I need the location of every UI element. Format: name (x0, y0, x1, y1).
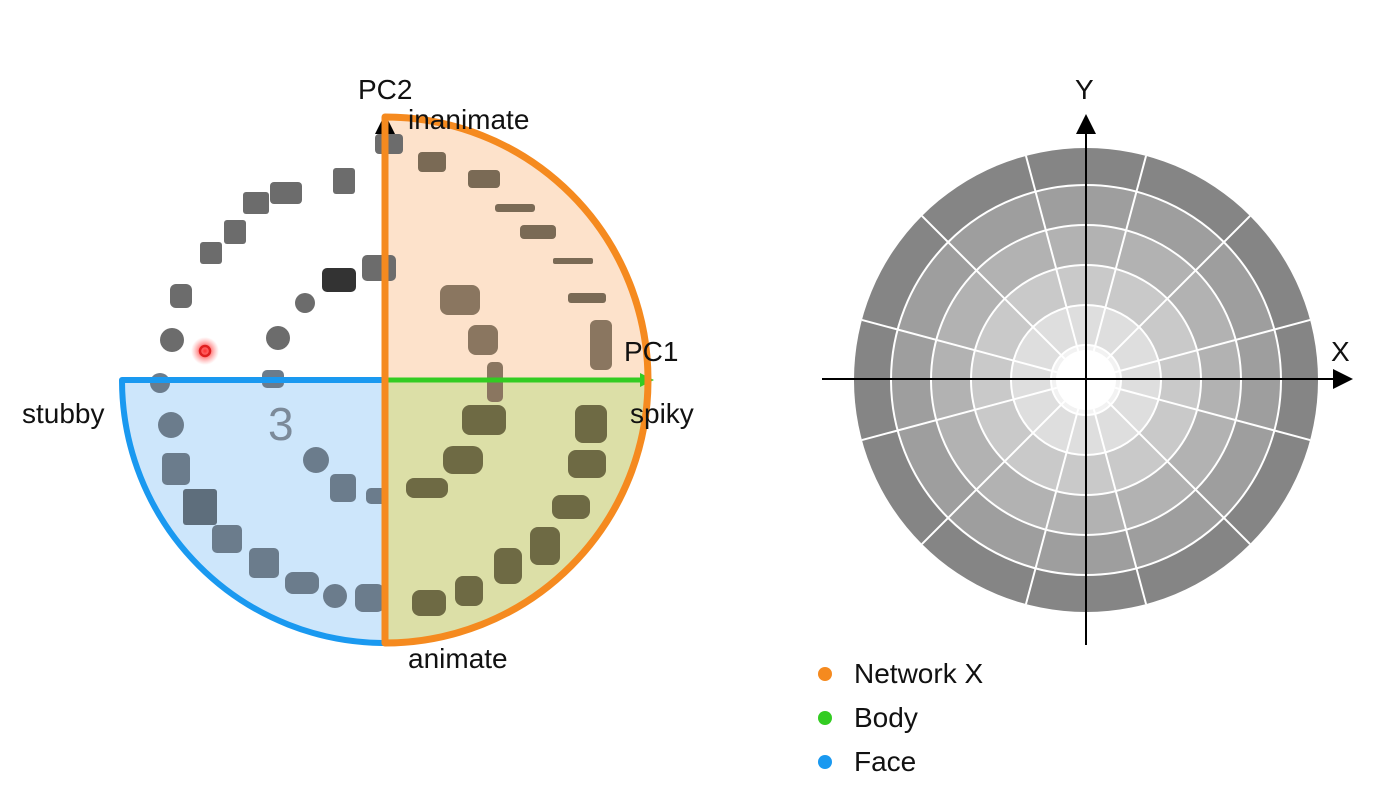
ball-icon (158, 412, 184, 438)
polar-sector-divider (1024, 408, 1080, 605)
x-axis-label: X (1331, 336, 1350, 367)
bird-group-icon (462, 405, 506, 435)
vending-machine-icon (333, 168, 355, 194)
polar-sector-divider (921, 400, 1066, 545)
y-axis-label: Y (1075, 74, 1094, 105)
trumpet-icon (495, 204, 535, 212)
polar-sector-divider (1092, 408, 1148, 605)
apple-icon (323, 584, 347, 608)
rooster-icon (455, 576, 483, 606)
polar-sector-divider (1106, 215, 1251, 360)
legend-label: Face (854, 746, 917, 777)
woman-face-icon (212, 525, 242, 553)
target-icon (266, 326, 290, 350)
eagle-icon (552, 495, 590, 519)
face-region (122, 380, 385, 643)
polar-sector-divider (1024, 155, 1080, 352)
legend-item-body: Body (818, 702, 918, 734)
tank-icon (520, 225, 556, 239)
animate-label: animate (408, 643, 508, 674)
network-x-dot-icon (818, 667, 832, 681)
marker-digit: 3 (268, 398, 294, 450)
usb-drive-icon (362, 255, 396, 281)
woman-face-2-icon (249, 548, 279, 578)
legend-item-network-x: Network X (818, 658, 983, 690)
cursor-dot (198, 344, 212, 358)
duck-icon (530, 527, 560, 565)
clock-icon (170, 284, 192, 308)
polar-sector-divider (1106, 400, 1251, 545)
face-dot-icon (818, 755, 832, 769)
pc1-label: PC1 (624, 336, 679, 367)
airplane-icon (568, 293, 606, 303)
lobster-icon (406, 478, 448, 498)
tractor-icon (418, 152, 446, 172)
knob-icon (160, 328, 184, 352)
network-x-outline (381, 113, 652, 647)
man-face-icon (162, 453, 190, 485)
oven-icon (270, 182, 302, 204)
bulldozer-icon (375, 134, 403, 154)
body-dot-icon (818, 711, 832, 725)
animate-region (385, 380, 648, 643)
dragon-icon (568, 450, 606, 478)
xy-axes (822, 114, 1353, 645)
polar-sector-divider (861, 318, 1058, 374)
rifle-icon (553, 258, 593, 264)
polar-sector-divider (921, 215, 1066, 360)
chicken-icon (494, 548, 522, 584)
legend-label: Body (854, 702, 918, 733)
cursor-glow (191, 337, 219, 365)
hippo-icon (285, 572, 319, 594)
socket-icon (200, 242, 222, 264)
scorpion-icon (575, 405, 607, 443)
legend-label: Network X (854, 658, 984, 689)
teapot-icon (443, 446, 483, 474)
inanimate-label: inanimate (408, 104, 530, 135)
polar-sector-divider (1114, 386, 1311, 442)
cabinet-icon (243, 192, 269, 214)
shirt-icon (330, 474, 356, 502)
face-outline (119, 377, 386, 646)
rhino-icon (366, 488, 386, 504)
ball-2-icon (303, 447, 329, 473)
washer-icon (224, 220, 246, 244)
forklift-icon (468, 170, 500, 188)
plant-icon (440, 285, 480, 315)
man-face-2-icon (183, 489, 217, 525)
rabbit-icon (412, 590, 446, 616)
coins-icon (295, 293, 315, 313)
stubby-label: stubby (22, 398, 105, 429)
polar-sector-divider (1092, 155, 1148, 352)
spiky-label: spiky (630, 398, 694, 429)
usb-stick-icon (322, 268, 356, 292)
pca-diagram: 3 (119, 113, 654, 647)
branch-icon (468, 325, 498, 355)
polar-sector-divider (861, 386, 1058, 442)
elephant-icon (355, 584, 385, 612)
pc2-label: PC2 (358, 74, 413, 105)
insect-icon (590, 320, 612, 370)
object-thumbnails (406, 152, 612, 616)
legend-item-face: Face (818, 746, 916, 778)
polar-sector-divider (1114, 318, 1311, 374)
